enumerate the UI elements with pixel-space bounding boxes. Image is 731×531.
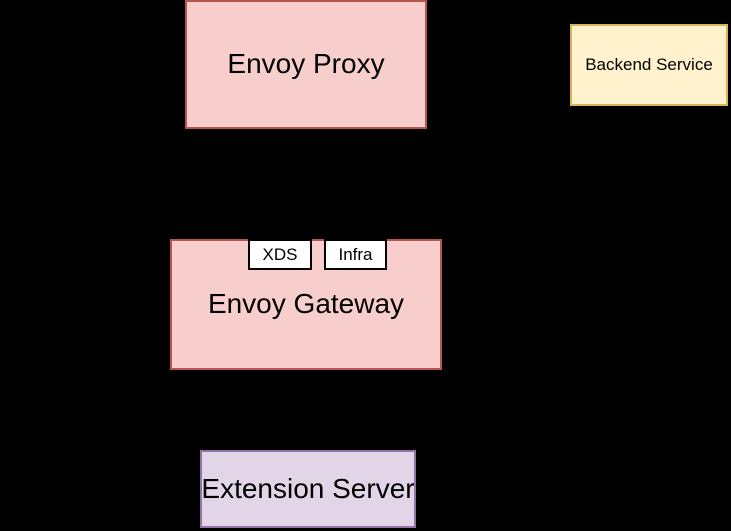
infra-label: Infra	[338, 244, 373, 264]
xds-node: XDS	[248, 239, 312, 270]
connector-gateway-to-proxy	[305, 129, 307, 239]
infra-node: Infra	[324, 239, 387, 270]
connector-gateway-to-extension-server	[306, 370, 308, 450]
envoy-gateway-label: Envoy Gateway	[207, 288, 405, 320]
backend-service-label: Backend Service	[585, 55, 713, 75]
extension-server-label: Extension Server	[201, 472, 415, 504]
envoy-proxy-label: Envoy Proxy	[227, 48, 385, 80]
backend-service-node: Backend Service	[570, 24, 728, 106]
extension-server-node: Extension Server	[200, 450, 416, 528]
xds-label: XDS	[262, 244, 298, 264]
envoy-proxy-node: Envoy Proxy	[185, 0, 427, 129]
connector-proxy-to-backend-service	[428, 64, 570, 66]
